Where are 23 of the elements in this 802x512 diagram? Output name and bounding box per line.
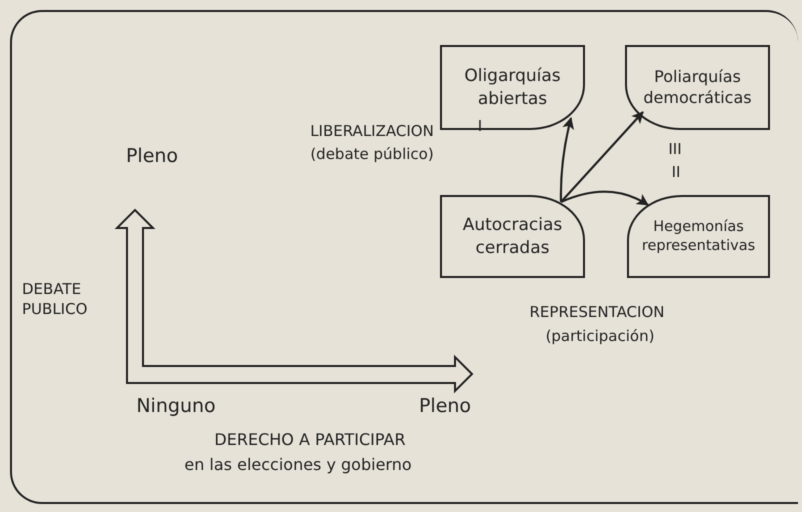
diagram-label: III [668,140,682,159]
arrow [560,117,574,202]
diagram-label: (debate público) [310,145,434,164]
diagram-label: II [672,163,680,182]
diagram-label: Pleno [418,395,472,419]
arrow [560,111,644,203]
region-box [627,195,770,278]
axis-title: DEBATE PUBLICO [22,280,88,319]
region-name: Autocracias cerradas [462,214,564,259]
diagram-label: en las elecciones y gobierno [184,455,412,475]
arrow [560,190,649,206]
region-name: Hegemonías representativas [640,218,756,256]
diagram-label: DERECHO A PARTICIPAR [214,430,406,450]
region-box [440,195,585,278]
region-name: Oligarquías abiertas [463,65,562,110]
diagram-label: (participación) [546,327,654,346]
region-box [625,45,770,130]
diagram-label: Ninguno [136,395,216,419]
region-box [440,45,585,130]
diagram-label: REPRESENTACION [530,303,664,322]
diagram-label: Pleno [126,145,178,169]
diagram-label: LIBERALIZACION [310,122,434,141]
region-name: Poliarquías democráticas [642,66,753,108]
